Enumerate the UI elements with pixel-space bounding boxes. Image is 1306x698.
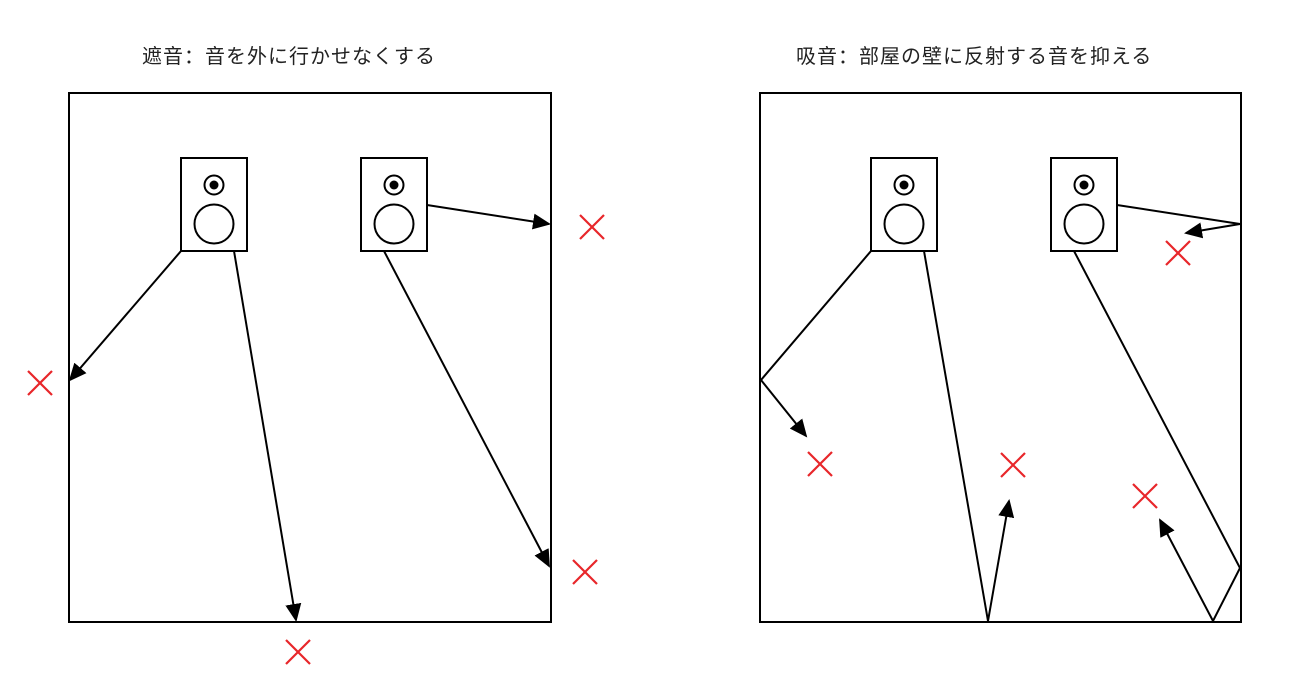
sound-ray-arrow [426, 204, 551, 230]
absorbed-cross-icon [1000, 452, 1026, 478]
blocked-cross-icon [27, 370, 53, 396]
absorbed-cross-icon [1165, 240, 1191, 266]
reflected-sound-ray-arrow [923, 250, 1015, 622]
panel-title-sound-absorption: 吸音：部屋の壁に反射する音を抑える [796, 44, 1153, 68]
speaker-icon [1050, 157, 1118, 252]
reflected-sound-ray-arrow [1116, 204, 1241, 239]
speaker-icon [180, 157, 248, 252]
sound-ray-arrow [68, 250, 182, 382]
speaker-icon [870, 157, 938, 252]
blocked-cross-icon [579, 214, 605, 240]
absorbed-cross-icon [1132, 483, 1158, 509]
reflected-sound-ray-arrow [1073, 250, 1242, 624]
room-outline [759, 92, 1242, 623]
absorption-panel [759, 92, 1242, 624]
reflected-sound-ray-arrow [759, 250, 872, 438]
absorbed-cross-icon [807, 451, 833, 477]
insulation-panel [27, 92, 605, 665]
sound-ray-arrow [233, 250, 302, 622]
blocked-cross-icon [572, 559, 598, 585]
blocked-cross-icon [285, 639, 311, 665]
sound-ray-arrow [383, 250, 550, 568]
speaker-icon [360, 157, 428, 252]
panel-title-sound-insulation: 遮音：音を外に行かせなくする [142, 44, 436, 68]
room-outline [68, 92, 552, 623]
